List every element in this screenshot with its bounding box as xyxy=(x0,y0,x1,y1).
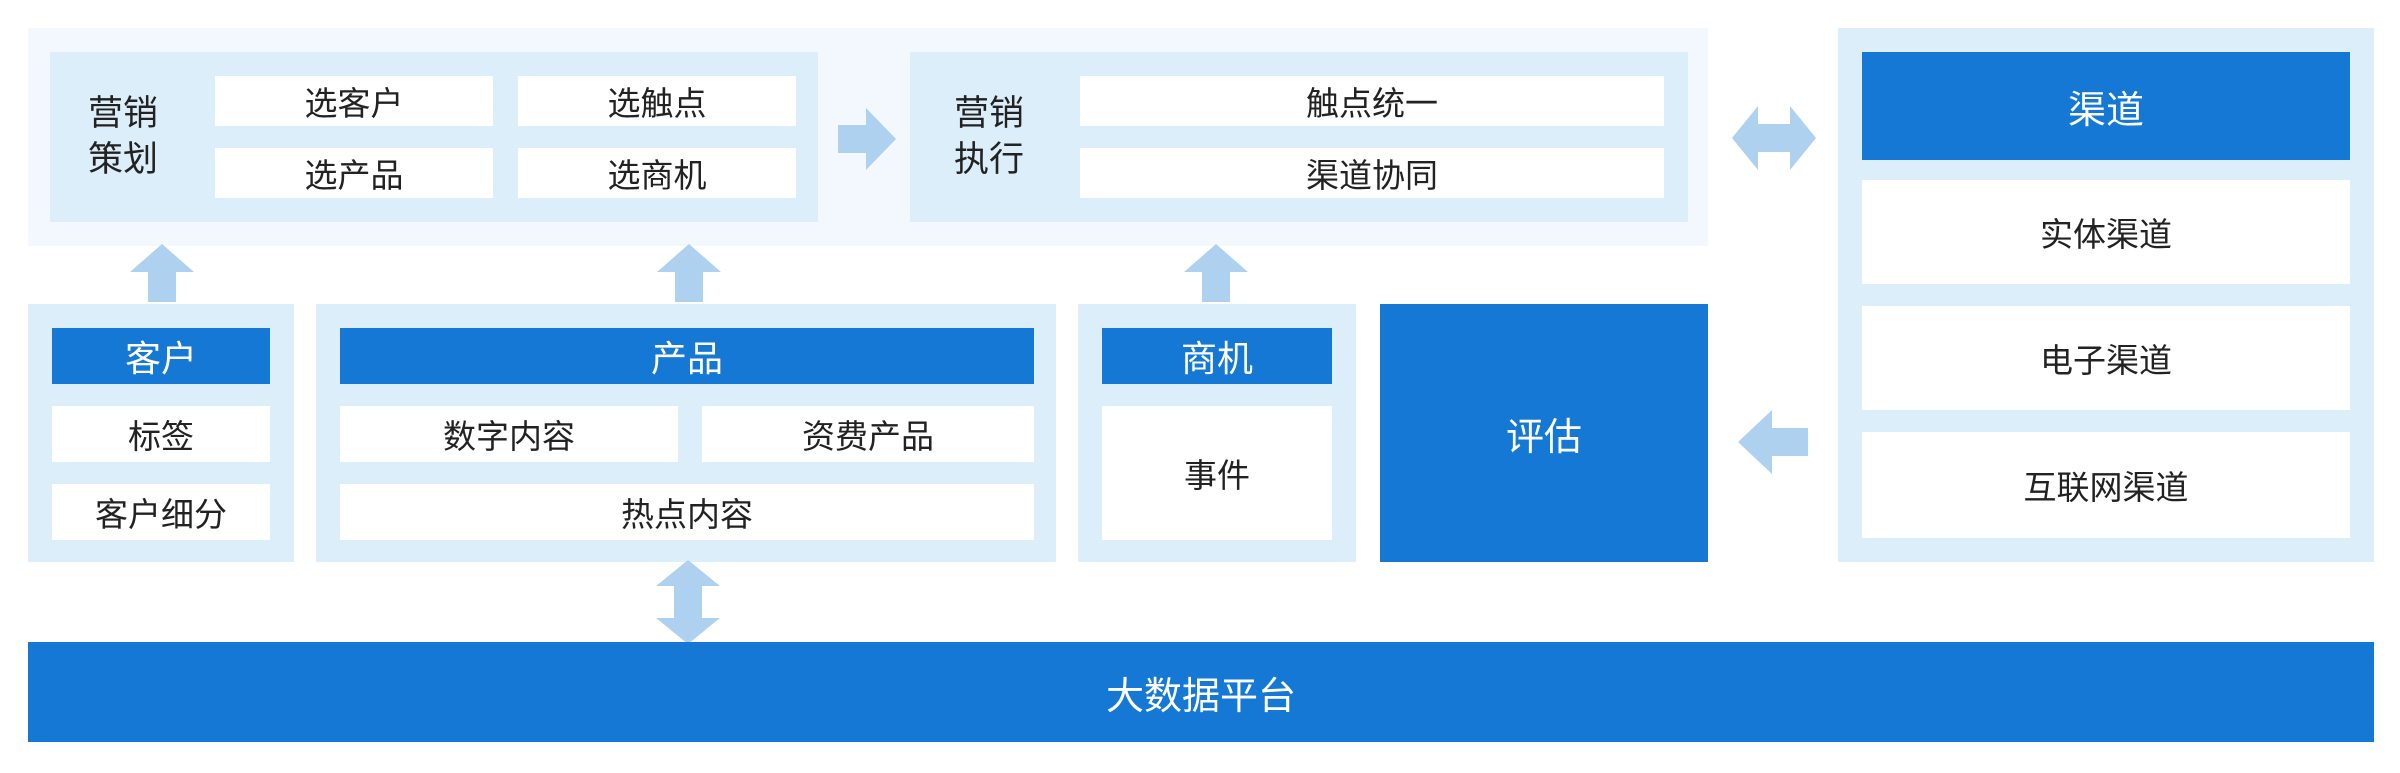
product-item-hot-content[interactable]: 热点内容 xyxy=(340,484,1034,540)
product-title: 产品 xyxy=(340,328,1034,384)
execution-item-channel-collaboration[interactable]: 渠道协同 xyxy=(1080,148,1664,198)
marketing-execution-title-line1: 营销 xyxy=(954,94,1025,134)
marketing-execution-title: 营销 执行 xyxy=(954,52,1044,222)
big-data-platform-bar[interactable]: 大数据平台 xyxy=(28,642,2374,742)
execution-item-touchpoint-unify[interactable]: 触点统一 xyxy=(1080,76,1664,126)
arrow-up-down-icon xyxy=(656,560,720,644)
arrow-left-icon xyxy=(1738,410,1808,474)
marketing-planning-title-line2: 策划 xyxy=(88,140,159,180)
channel-item-internet[interactable]: 互联网渠道 xyxy=(1862,432,2350,538)
product-item-tariff-products[interactable]: 资费产品 xyxy=(702,406,1034,462)
product-item-digital-content[interactable]: 数字内容 xyxy=(340,406,678,462)
planning-item-select-touchpoint[interactable]: 选触点 xyxy=(518,76,796,126)
planning-item-select-customer[interactable]: 选客户 xyxy=(215,76,493,126)
planning-item-select-opportunity[interactable]: 选商机 xyxy=(518,148,796,198)
marketing-execution-title-line2: 执行 xyxy=(954,140,1025,180)
marketing-planning-title-line1: 营销 xyxy=(88,94,159,134)
arrow-left-right-icon xyxy=(1732,106,1816,170)
customer-item-tags[interactable]: 标签 xyxy=(52,406,270,462)
planning-item-select-product[interactable]: 选产品 xyxy=(215,148,493,198)
opportunity-title: 商机 xyxy=(1102,328,1332,384)
evaluation-block[interactable]: 评估 xyxy=(1380,304,1708,562)
arrow-right-icon xyxy=(838,108,896,170)
channel-item-electronic[interactable]: 电子渠道 xyxy=(1862,306,2350,410)
arrow-up-icon xyxy=(130,244,194,302)
customer-title: 客户 xyxy=(52,328,270,384)
customer-item-segmentation[interactable]: 客户细分 xyxy=(52,484,270,540)
arrow-up-icon xyxy=(1184,244,1248,302)
opportunity-item-events[interactable]: 事件 xyxy=(1102,406,1332,540)
marketing-planning-title: 营销 策划 xyxy=(88,52,178,222)
arrow-up-icon xyxy=(657,244,721,302)
channels-title: 渠道 xyxy=(1862,52,2350,160)
channel-item-physical[interactable]: 实体渠道 xyxy=(1862,180,2350,284)
